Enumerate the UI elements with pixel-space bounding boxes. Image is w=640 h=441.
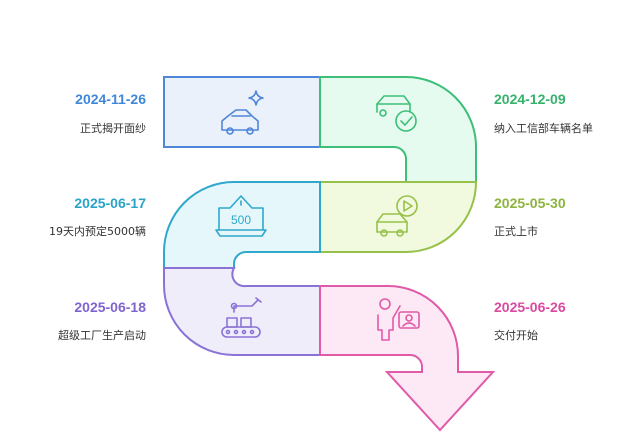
event-desc-2: 纳入工信部车辆名单 [494, 122, 593, 135]
path-segment-2 [319, 76, 477, 183]
event-desc-4: 19天内预定5000辆 [49, 225, 146, 238]
car-play-icon [376, 195, 418, 237]
svg-text:500: 500 [231, 213, 251, 227]
event-date-3: 2025-05-30 [494, 195, 566, 211]
event-date-2: 2024-12-09 [494, 91, 566, 107]
path-segment-3 [319, 181, 478, 253]
event-desc-6: 交付开始 [494, 329, 538, 342]
path-segment-6 [319, 285, 496, 432]
car-sparkle-icon [221, 90, 264, 135]
alert-500-icon: 500 [215, 195, 267, 237]
delivery-person-icon [377, 298, 420, 341]
event-desc-5: 超级工厂生产启动 [58, 329, 146, 342]
factory-robot-icon [221, 297, 262, 338]
car-check-icon [376, 95, 417, 132]
path-segment-1 [163, 76, 321, 148]
event-date-6: 2025-06-26 [494, 299, 566, 315]
event-desc-3: 正式上市 [494, 225, 538, 238]
event-date-5: 2025-06-18 [74, 299, 146, 315]
event-desc-1: 正式揭开面纱 [80, 122, 146, 135]
event-date-4: 2025-06-17 [74, 195, 146, 211]
path-segment-5 [163, 267, 321, 356]
path-segment-4 [163, 181, 321, 269]
event-date-1: 2024-11-26 [75, 91, 146, 107]
